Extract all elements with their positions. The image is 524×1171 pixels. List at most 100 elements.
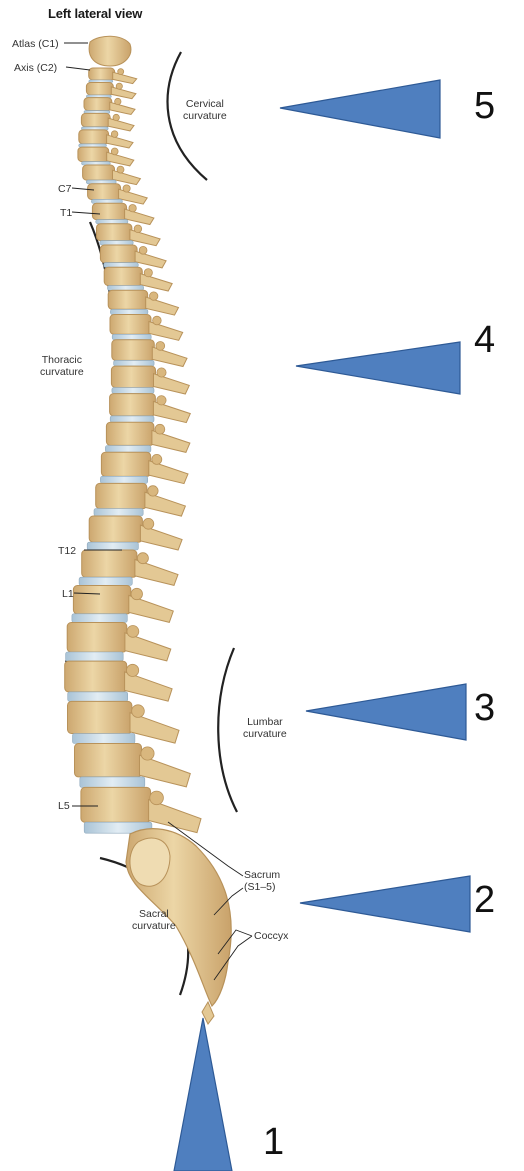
intervertebral-disc [87,542,138,550]
spinous-process [113,72,137,83]
spinous-process [149,322,183,341]
intervertebral-disc [91,199,122,203]
vertebral-body [75,744,142,777]
articular-process [111,131,118,138]
articular-process [132,705,145,718]
marker-number-5: 5 [474,86,495,126]
label-thoracic-line1: Thoracic [40,354,84,366]
intervertebral-disc [112,334,151,339]
label-lumbar-line1: Lumbar [243,716,287,728]
spinous-process [140,274,172,291]
label-sacral-line1: Sacral [132,908,176,920]
spinous-process [108,118,134,131]
label-thoracic-line2: curvature [40,366,84,378]
label-lumbar-line2: curvature [243,728,287,740]
bracket-lumbar [218,648,237,812]
spinous-process [107,135,133,148]
intervertebral-disc [100,476,147,483]
arrow-marker-4 [296,342,460,394]
vertebral-body [81,787,151,822]
vertebral-body [104,267,142,285]
articular-process [137,553,148,564]
articular-process [155,424,165,434]
vertebral-body [73,586,130,614]
view-title: Left lateral view [48,6,142,21]
articular-process [141,747,154,760]
articular-process [111,148,118,155]
label-atlas: Atlas (C1) [12,38,59,50]
intervertebral-disc [114,360,155,366]
articular-process [157,368,166,377]
articular-process [127,664,139,676]
spinous-process [146,297,179,315]
label-sacrum-line1: Sacrum [244,869,280,881]
articular-process [127,626,139,638]
marker-number-1: 1 [263,1122,284,1162]
vertebral-body [84,98,112,111]
label-coccyx: Coccyx [254,930,288,942]
articular-process [152,454,162,464]
label-axis: Axis (C2) [14,62,57,74]
marker-number-4: 4 [474,320,495,360]
articular-process [116,83,122,89]
label-c7: C7 [58,183,71,195]
spinous-process [125,209,154,225]
vertebral-body [67,623,127,653]
vertebral-body [88,184,121,200]
intervertebral-disc [108,286,144,291]
articular-process [131,588,142,599]
vertebral-body [112,340,155,361]
intervertebral-disc [86,180,116,184]
articular-process [157,396,166,405]
label-sacrum: Sacrum (S1–5) [244,869,280,893]
vertebral-body [106,422,153,445]
articular-process [153,316,162,325]
label-l5: L5 [58,800,70,812]
label-sacral-curvature: Sacral curvature [132,908,176,932]
vertebral-body [86,83,113,96]
articular-process [117,166,124,173]
intervertebral-disc [105,446,150,453]
intervertebral-disc [112,388,154,394]
articular-process [113,114,119,120]
label-cervical-curvature: Cervical curvature [183,98,227,122]
intervertebral-disc [110,416,154,422]
spinous-process [135,251,166,268]
label-thoracic-curvature: Thoracic curvature [40,354,84,378]
articular-process [156,342,165,351]
label-t1: T1 [60,207,72,219]
label-lumbar-curvature: Lumbar curvature [243,716,287,740]
vertebral-body [97,224,132,241]
intervertebral-disc [110,309,147,314]
vertebral-body [83,165,115,180]
arrow-marker-5 [280,80,440,138]
articular-process [118,69,124,75]
arrow-markers [174,80,470,1171]
vertebral-body [79,130,109,144]
atlas-vertebra [89,36,131,66]
label-cervical-line2: curvature [183,110,227,122]
vertebral-body [96,483,147,508]
articular-process [134,225,142,233]
vertebral-body [101,452,150,476]
marker-number-3: 3 [474,688,495,728]
articular-process [129,205,136,212]
marker-number-2: 2 [474,880,495,920]
leader-line [66,67,90,70]
articular-process [148,486,158,496]
spinous-process [111,87,136,99]
spinous-process [130,230,160,246]
vertebral-body [89,516,142,542]
label-t12: T12 [58,545,76,557]
spinous-process [110,102,135,114]
intervertebral-disc [82,162,111,165]
intervertebral-disc [66,652,124,661]
label-sacral-line2: curvature [132,920,176,932]
articular-process [123,185,130,192]
vertebral-body [82,550,137,577]
articular-process [139,246,147,254]
spinous-process [119,189,148,204]
articular-process [115,98,121,104]
